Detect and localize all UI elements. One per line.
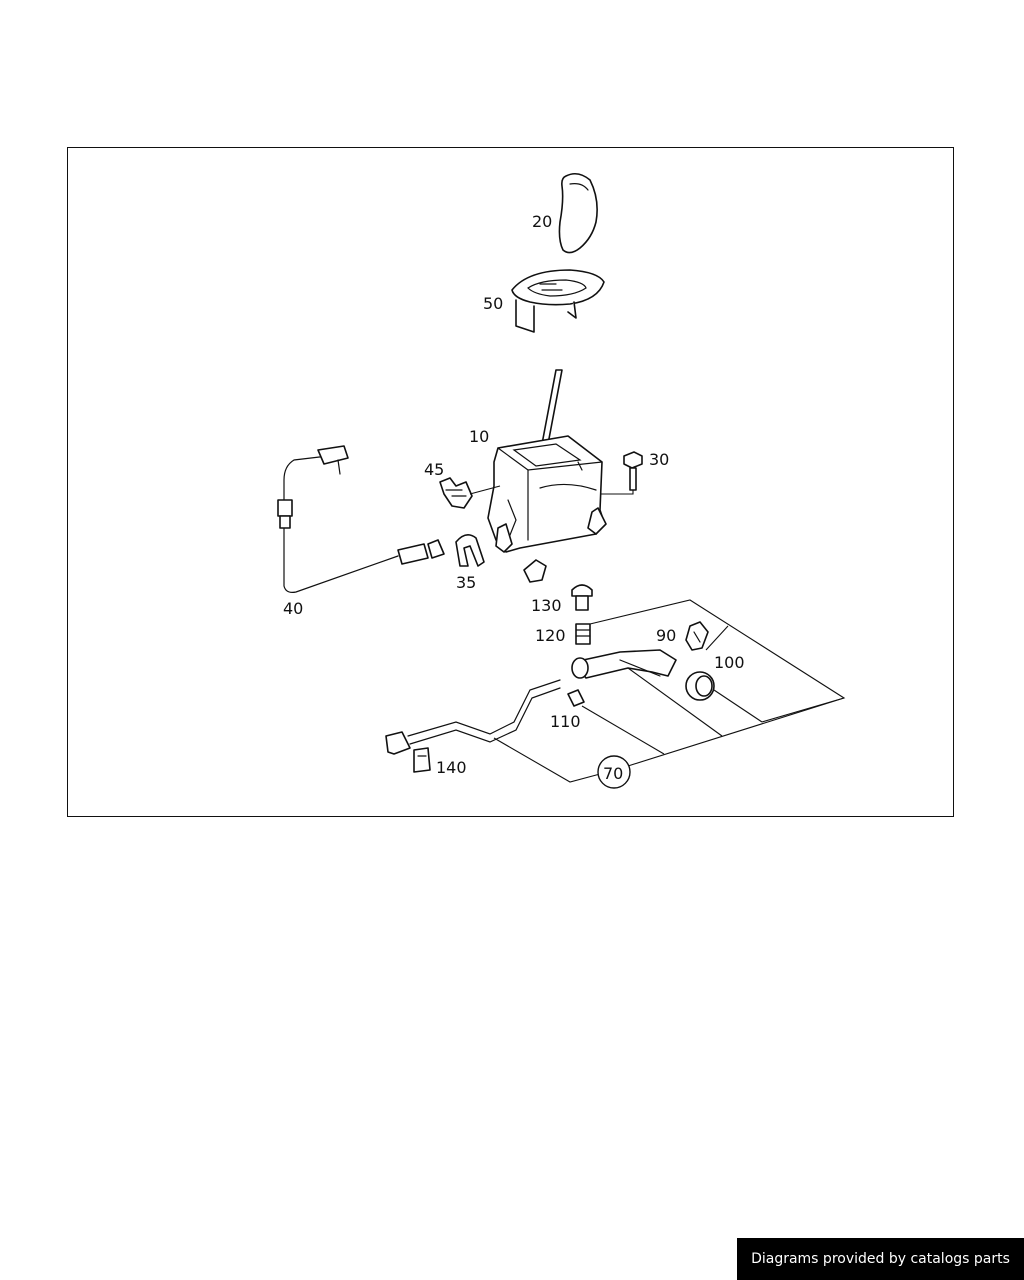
part-70-shift-rod (385, 679, 561, 755)
group-70-circle (597, 755, 631, 789)
callout-90: 90 (656, 626, 676, 645)
part-35-retaining-clip (455, 534, 485, 567)
diagram-frame (67, 147, 954, 817)
credit-text: Diagrams provided by catalogs parts (751, 1251, 1010, 1267)
callout-40: 40 (283, 599, 303, 618)
callout-35: 35 (456, 573, 476, 592)
group-70-leaders (493, 599, 846, 783)
callout-130: 130 (531, 596, 562, 615)
callout-120: 120 (535, 626, 566, 645)
part-45-clip (439, 477, 501, 509)
part-10-shifter-housing (487, 369, 607, 583)
part-110-sleeve (567, 689, 585, 707)
callout-10: 10 (469, 427, 489, 446)
callout-30: 30 (649, 450, 669, 469)
part-140-clip (413, 747, 431, 773)
part-30-bolt (600, 451, 643, 495)
part-20-shift-knob (558, 172, 598, 254)
part-lever-arm (571, 649, 677, 679)
part-100-grommet (685, 671, 715, 701)
callout-110: 110 (550, 712, 581, 731)
callout-20: 20 (532, 212, 552, 231)
part-40-shift-cable (277, 445, 445, 593)
callout-45: 45 (424, 460, 444, 479)
callout-50: 50 (483, 294, 503, 313)
callout-70: 70 (603, 764, 623, 783)
credit-badge: Diagrams provided by catalogs parts (737, 1238, 1024, 1280)
part-120-bushing (575, 623, 591, 645)
part-130-pin (571, 584, 593, 611)
part-50-gate-cover (511, 269, 605, 333)
part-90-clip (685, 621, 709, 651)
callout-140: 140 (436, 758, 467, 777)
callout-100: 100 (714, 653, 745, 672)
